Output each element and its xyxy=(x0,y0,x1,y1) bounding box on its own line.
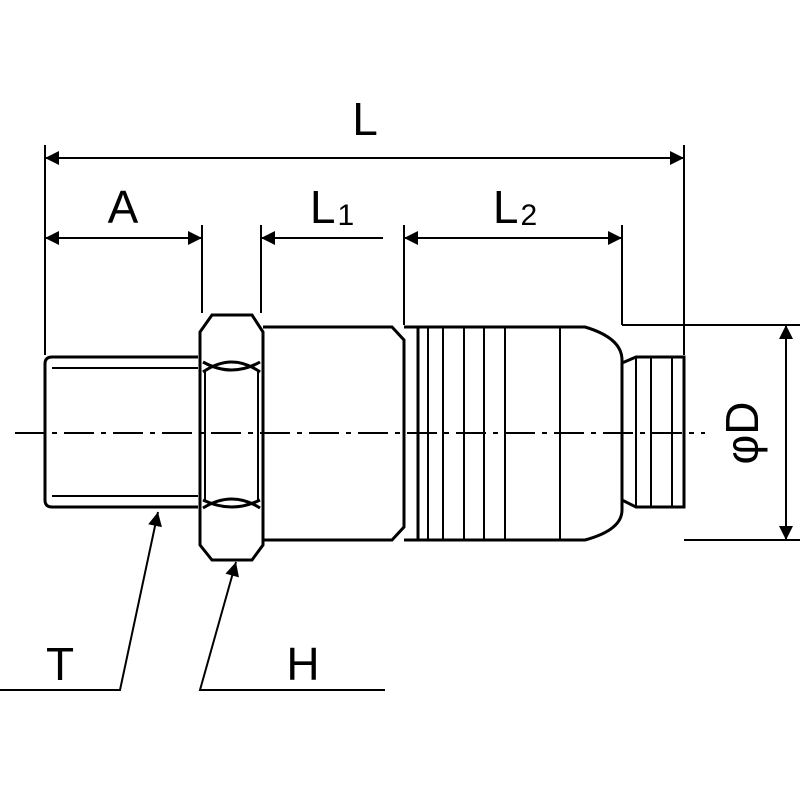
label-D: φD xyxy=(716,401,768,464)
leader-lines xyxy=(0,511,385,691)
leader-H xyxy=(198,561,385,691)
label-H: H xyxy=(286,638,319,690)
extension-lines xyxy=(44,145,800,541)
leader-T xyxy=(0,511,162,691)
label-L2: L2 xyxy=(493,181,537,233)
part-outline xyxy=(43,313,686,562)
label-A: A xyxy=(108,181,139,233)
label-L1: L1 xyxy=(310,181,354,233)
label-L: L xyxy=(352,93,378,145)
dimension-lines xyxy=(45,151,793,540)
label-T: T xyxy=(46,638,74,690)
hex-nut xyxy=(198,313,265,562)
body-section xyxy=(263,325,406,542)
